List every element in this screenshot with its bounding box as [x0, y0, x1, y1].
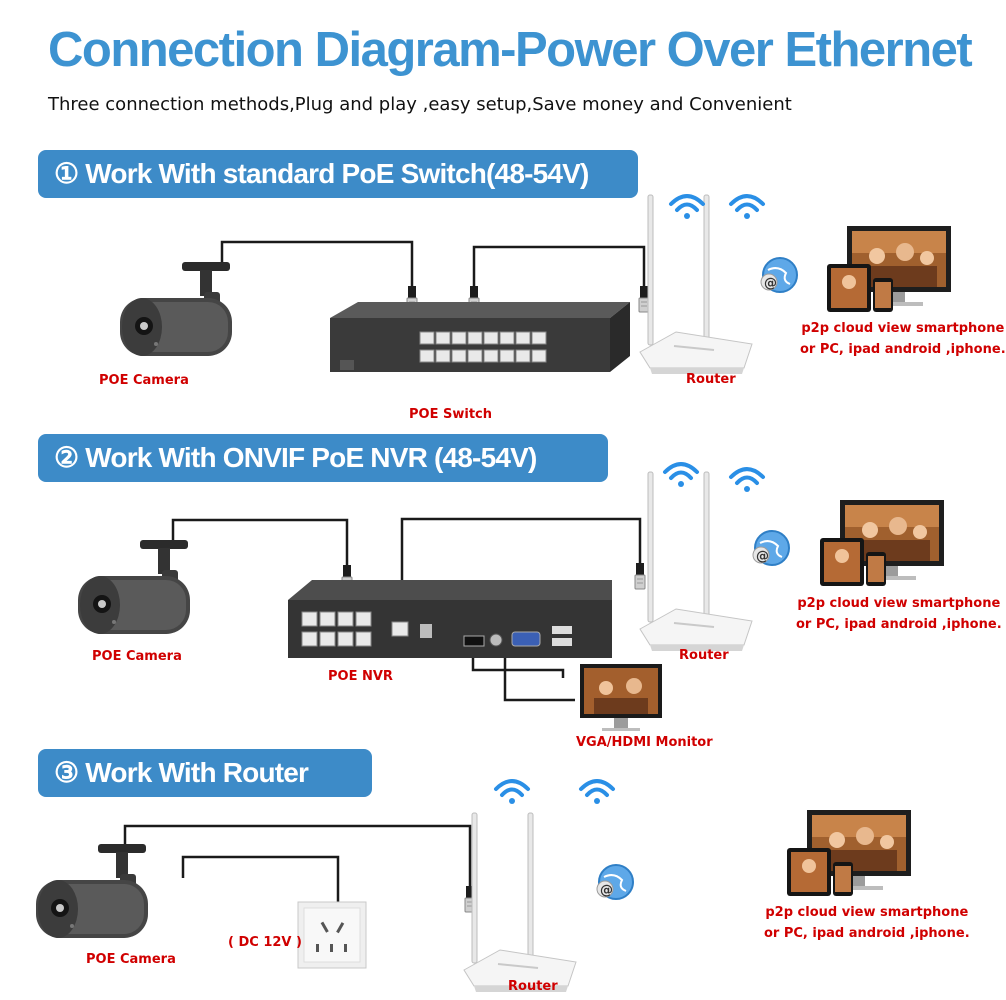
- page-subtitle: Three connection methods,Plug and play ,…: [48, 94, 792, 115]
- section-1-router-label: Router: [686, 372, 736, 387]
- section-2-cables: [171, 517, 642, 702]
- section-3-camera-icon: [36, 844, 148, 938]
- section-1-router-icon: [639, 194, 753, 375]
- section-2-devices-icon: [820, 500, 944, 586]
- section-2-router-label: Router: [679, 648, 729, 663]
- section-3-view-line1: p2p cloud view smartphone: [765, 905, 969, 920]
- section-1-camera-label: POE Camera: [99, 373, 189, 388]
- section-3-devices-icon: [787, 810, 911, 896]
- section-3-banner: ③ Work With Router: [38, 749, 372, 797]
- section-2-camera-label: POE Camera: [92, 649, 182, 664]
- page-title: Connection Diagram-Power Over Ethernet: [48, 23, 973, 77]
- section-3-wifi-icon-2: [579, 779, 615, 806]
- section-2-router-icon: [639, 471, 753, 652]
- section-2-monitor-label: VGA/HDMI Monitor: [576, 735, 713, 750]
- section-3-power-socket-icon: [297, 901, 367, 969]
- section-2-wifi-icon-2: [729, 467, 765, 494]
- section-1-switch-label: POE Switch: [409, 407, 492, 422]
- section-2-banner: ② Work With ONVIF PoE NVR (48-54V): [38, 434, 608, 482]
- section-3-router-label: Router: [508, 979, 558, 994]
- section-2-poe-nvr-icon: [288, 580, 612, 658]
- section-2-view-line1: p2p cloud view smartphone: [797, 596, 1001, 611]
- section-1-poe-switch-icon: [330, 302, 630, 372]
- section-1-view-line2: or PC, ipad android ,iphone.: [800, 342, 1006, 357]
- section-1-camera-icon: [120, 262, 232, 356]
- section-3-power-label: ( DC 12V ): [228, 935, 302, 950]
- section-2-camera-icon: [78, 540, 190, 634]
- section-1-wifi-icon: [669, 194, 705, 221]
- section-2-view-line2: or PC, ipad android ,iphone.: [796, 617, 1002, 632]
- section-2-monitor-icon: [580, 664, 662, 731]
- section-3-cloud-icon: [596, 864, 634, 900]
- section-1-wifi-icon-2: [729, 194, 765, 221]
- section-1-cloud-icon: [760, 257, 798, 293]
- section-2-cloud-icon: [752, 530, 790, 566]
- section-3-router-icon: [463, 812, 577, 993]
- section-1-banner: ① Work With standard PoE Switch(48-54V): [38, 150, 638, 198]
- section-1-devices-icon: [827, 226, 951, 312]
- section-3-view-line2: or PC, ipad android ,iphone.: [764, 926, 970, 941]
- section-2-wifi-icon: [663, 462, 699, 489]
- section-3-camera-label: POE Camera: [86, 952, 176, 967]
- section-2-plug-router: [634, 562, 646, 590]
- section-1-view-label: p2p cloud view smartphone or PC, ipad an…: [800, 318, 1006, 360]
- section-2-nvr-label: POE NVR: [328, 669, 393, 684]
- section-3-cables: [123, 824, 472, 902]
- section-1-view-line1: p2p cloud view smartphone: [801, 321, 1005, 336]
- section-3-wifi-icon: [494, 779, 530, 806]
- section-2-view-label: p2p cloud view smartphone or PC, ipad an…: [796, 593, 1002, 635]
- section-3-view-label: p2p cloud view smartphone or PC, ipad an…: [764, 902, 970, 944]
- section-1-cables: [220, 240, 646, 288]
